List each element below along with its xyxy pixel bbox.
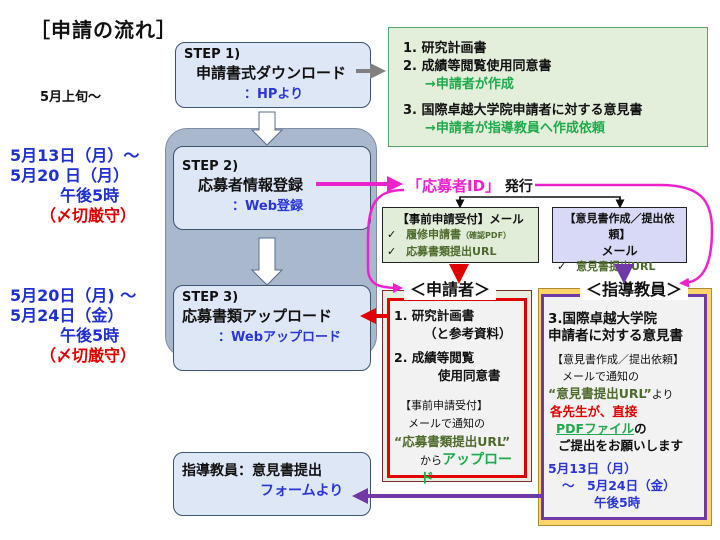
applicant-id-label: 「応募者ID」: [407, 177, 501, 195]
step3-label: STEP 3): [182, 290, 239, 305]
step2-method[interactable]: ：Web登録: [232, 199, 303, 214]
step2-date-start: 5月13日（月）～: [10, 146, 140, 165]
form-note-applicant: →申請者が作成: [425, 77, 514, 92]
forms-list-box: 1. 研究計画書 2. 成績等閲覧使用同意書 →申請者が作成 3. 国際卓越大学…: [388, 27, 708, 147]
applicant-upload-url[interactable]: “応募書類提出URL”: [394, 434, 511, 449]
check-icon: ✓: [387, 228, 397, 241]
step3-box: STEP 3) 応募書類アップロード ：Webアップロード: [173, 285, 371, 371]
step3-date-start: 5月20日（月) ～: [10, 286, 137, 305]
advisor-pdf-file: PDFファイル: [556, 421, 635, 436]
form-item-research-plan: 1. 研究計画書: [403, 41, 487, 56]
applicant-item-references: （と参考資料）: [424, 326, 512, 341]
step1-title: 申請書式ダウンロード: [196, 64, 347, 82]
form-item-opinion: 3. 国際卓越大学院申請者に対する意見書: [403, 103, 643, 118]
advisor-date-end: ～ 5月24日（金）: [562, 478, 676, 493]
advisor-time: 午後5時: [594, 495, 641, 510]
step3-period: 5月20日（月) ～ 5月24日（金） 午後5時 （〆切厳守）: [10, 286, 136, 366]
step1-label: STEP 1): [184, 47, 241, 62]
pre-application-mail-box: 【事前申請受付】メール ✓ 履修申請書（確認PDF） ✓ 応募書類提出URL: [382, 207, 539, 263]
mail-applicant-item: ✓ 履修申請書（確認PDF）: [387, 228, 512, 241]
step3-method[interactable]: ：Webアップロード: [218, 330, 341, 345]
advisor-note-title: 【意見書作成／提出依頼】: [552, 353, 684, 366]
form-item-consent: 2. 成績等閲覧使用同意書: [403, 59, 552, 74]
mail-applicant-item: ✓ 応募書類提出URL: [387, 245, 497, 258]
advisor-submission-title: 指導教員：意見書提出: [182, 463, 322, 479]
mail-advisor-title: 【意見書作成／提出依頼】: [564, 212, 675, 241]
applicant-section: 1. 研究計画書 （と参考資料） 2. 成績等閲覧 使用同意書 【事前申請受付】…: [387, 298, 527, 487]
step2-period: 5月13日（月）～ 5月20 日（月） 午後5時 （〆切厳守）: [10, 146, 139, 226]
advisor-opinion-url[interactable]: “意見書提出URL”: [548, 386, 652, 401]
step1-box: STEP 1) 申請書式ダウンロード ：HPより: [175, 42, 371, 108]
check-icon: ✓: [557, 260, 567, 273]
applicant-note-title: 【事前申請受付】: [400, 399, 488, 412]
step1-method[interactable]: ：HPより: [244, 87, 304, 102]
page-title: ［申請の流れ］: [30, 18, 177, 42]
advisor-note-body: メールで通知の: [562, 370, 639, 383]
step3-date-end: 5月24日（金）: [10, 306, 124, 325]
form-note-advisor: →申請者が指導教員へ作成依頼: [425, 121, 605, 136]
applicant-item-research-plan: 1. 研究計画書: [394, 308, 475, 323]
step3-title: 応募書類アップロード: [182, 307, 333, 325]
advisor-request: ご提出をお願いします: [558, 438, 684, 453]
step2-time: 午後5時: [60, 186, 120, 205]
mail-advisor-item: ✓ 意見書提出URL: [557, 260, 656, 273]
step2-label: STEP 2): [182, 159, 239, 174]
applicant-note-body: メールで通知の: [408, 417, 485, 430]
advisor-header: ＜指導教員＞: [580, 276, 689, 300]
applicant-item-consent: 2. 成績等閲覧: [394, 350, 475, 365]
applicant-item-consent-2: 使用同意書: [438, 368, 501, 383]
advisor-submission-box: 指導教員：意見書提出 フォームより: [173, 452, 371, 516]
step2-deadline-note: （〆切厳守）: [40, 206, 137, 225]
check-icon: ✓: [387, 245, 397, 258]
mail-applicant-title: 【事前申請受付】メール: [397, 212, 524, 226]
applicant-upload-label: アップロード: [420, 452, 512, 487]
applicant-id-issued: 「応募者ID」 発行: [407, 175, 533, 196]
advisor-item-opinion-2: 申請者に対する意見書: [548, 328, 683, 344]
advisor-section: 3.国際卓越大学院 申請者に対する意見書 【意見書作成／提出依頼】 メールで通知…: [541, 294, 707, 520]
arrow-id-split: [459, 196, 621, 202]
opinion-request-mail-box: 【意見書作成／提出依頼】 メール ✓ 意見書提出URL: [552, 207, 687, 273]
step3-deadline-note: （〆切厳守）: [40, 346, 137, 365]
applicant-header: ＜申請者＞: [404, 276, 497, 300]
step2-title: 応募者情報登録: [198, 176, 304, 194]
step2-box: STEP 2) 応募者情報登録 ：Web登録: [173, 146, 371, 230]
step2-date-end: 5月20 日（月）: [10, 166, 129, 185]
advisor-date-start: 5月13日（月）: [548, 461, 637, 476]
issue-label: 発行: [504, 179, 533, 195]
step1-period: 5月上旬～: [40, 90, 102, 105]
mail-advisor-title2: メール: [601, 244, 638, 258]
advisor-item-opinion: 3.国際卓越大学院: [548, 311, 658, 327]
applicant-from-label: から: [420, 454, 442, 467]
step3-time: 午後5時: [60, 326, 120, 345]
advisor-instruction: 各先生が、直接: [550, 404, 638, 419]
advisor-submission-method[interactable]: フォームより: [260, 483, 344, 499]
